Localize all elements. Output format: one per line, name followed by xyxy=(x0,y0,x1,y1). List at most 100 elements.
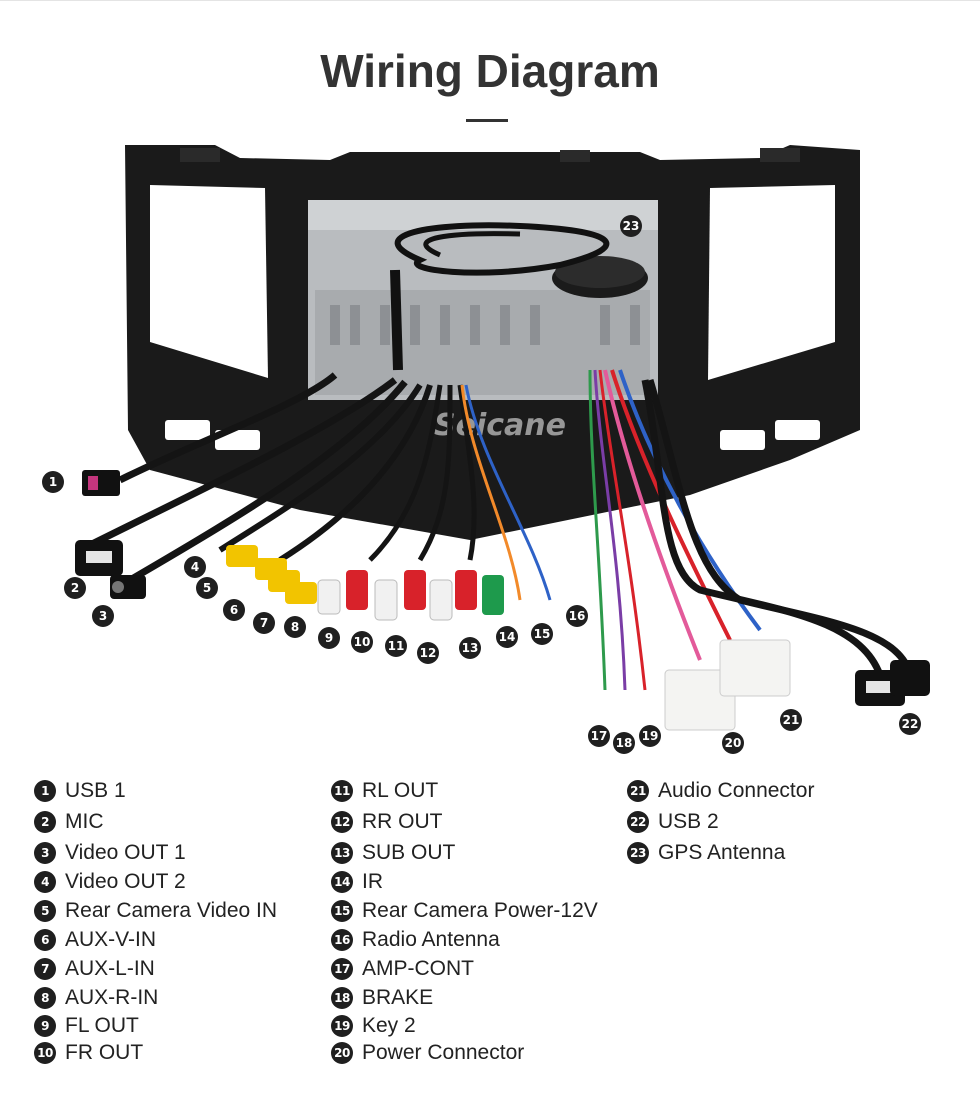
number-badge: 1 xyxy=(34,780,56,802)
number-badge: 10 xyxy=(34,1041,56,1064)
svg-text:20: 20 xyxy=(725,736,742,750)
legend-label: RL OUT xyxy=(362,779,439,802)
legend-label: Video OUT 1 xyxy=(65,840,186,864)
svg-text:23: 23 xyxy=(623,219,640,233)
number-badge: 18 xyxy=(331,986,353,1009)
number-badge: 15 xyxy=(331,899,353,922)
legend-label: AUX-L-IN xyxy=(65,956,155,980)
callout-12: 12 xyxy=(417,642,439,664)
legend-label: Rear Camera Video IN xyxy=(65,898,278,922)
legend-label: SUB OUT xyxy=(362,840,456,864)
svg-text:11: 11 xyxy=(388,639,405,653)
power-connector xyxy=(664,639,791,731)
number-badge: 8 xyxy=(34,986,56,1009)
legend-item: 18 BRAKE xyxy=(331,983,598,1012)
legend-label: IR xyxy=(362,869,383,893)
legend-item: 10 FR OUT xyxy=(34,1039,277,1066)
legend-item: 21 Audio Connector xyxy=(627,776,814,806)
number-badge: 23 xyxy=(627,841,649,864)
svg-text:15: 15 xyxy=(534,627,551,641)
svg-text:6: 6 xyxy=(230,603,238,617)
legend-label: Audio Connector xyxy=(658,779,815,802)
number-badge: 4 xyxy=(34,870,56,893)
svg-text:1: 1 xyxy=(49,475,57,489)
svg-text:8: 8 xyxy=(291,620,299,634)
legend-label: USB 2 xyxy=(658,810,719,833)
cables xyxy=(78,369,914,691)
number-badge: 13 xyxy=(331,841,353,864)
legend-label: AUX-V-IN xyxy=(65,927,157,951)
legend-label: Radio Antenna xyxy=(362,927,500,951)
legend-label: GPS Antenna xyxy=(658,840,786,864)
callout-16: 16 xyxy=(566,605,588,627)
callout-19: 19 xyxy=(639,725,661,747)
page-title: Wiring Diagram xyxy=(320,45,660,97)
legend-label: FL OUT xyxy=(65,1013,139,1037)
top-divider xyxy=(0,0,980,1)
callout-7: 7 xyxy=(253,612,275,634)
svg-text:22: 22 xyxy=(902,717,919,731)
metal-chassis: Seicane xyxy=(308,200,658,443)
number-badge: 14 xyxy=(331,870,353,893)
number-badge: 20 xyxy=(331,1041,353,1064)
legend-item: 1 USB 1 xyxy=(34,776,277,806)
legend-item: 23 GPS Antenna xyxy=(627,838,814,867)
number-badge: 12 xyxy=(331,811,353,833)
callout-6: 6 xyxy=(223,599,245,621)
legend-item: 9 FL OUT xyxy=(34,1012,277,1039)
callout-9: 9 xyxy=(318,627,340,649)
legend-label: USB 1 xyxy=(65,779,126,802)
number-badge: 5 xyxy=(34,899,56,922)
legend-label: Key 2 xyxy=(362,1013,416,1037)
svg-text:17: 17 xyxy=(591,729,608,743)
svg-text:16: 16 xyxy=(569,609,586,623)
callout-22: 22 xyxy=(899,713,921,735)
legend-column-3: 21 Audio Connector 22 USB 2 23 GPS Antenna xyxy=(627,776,814,867)
callout-18: 18 xyxy=(613,732,635,754)
legend-label: BRAKE xyxy=(362,985,434,1009)
svg-text:21: 21 xyxy=(783,713,800,727)
rca-plugs xyxy=(226,545,504,621)
svg-text:14: 14 xyxy=(499,630,516,644)
legend-item: 13 SUB OUT xyxy=(331,838,598,867)
svg-text:18: 18 xyxy=(616,736,633,750)
watermark: Seicane xyxy=(434,408,566,443)
number-badge: 7 xyxy=(34,957,56,980)
svg-text:4: 4 xyxy=(191,560,199,574)
callout-1: 1 xyxy=(42,471,64,493)
number-badge: 3 xyxy=(34,841,56,864)
number-badge: 21 xyxy=(627,780,649,802)
svg-text:12: 12 xyxy=(420,646,437,660)
usb-connectors xyxy=(75,470,930,706)
number-badge: 22 xyxy=(627,811,649,833)
number-badge: 17 xyxy=(331,957,353,980)
callout-23: 23 xyxy=(620,215,642,237)
callout-20: 20 xyxy=(722,732,744,754)
legend-label: FR OUT xyxy=(65,1040,144,1064)
legend-item: 3 Video OUT 1 xyxy=(34,838,277,867)
callout-5: 5 xyxy=(196,577,218,599)
svg-text:19: 19 xyxy=(642,729,659,743)
svg-text:7: 7 xyxy=(260,616,268,630)
number-badge: 9 xyxy=(34,1014,56,1037)
number-badge: 6 xyxy=(34,928,56,951)
callout-badges: 1 2 3 4 5 6 7 8 9 10 11 12 13 14 15 16 1… xyxy=(42,215,921,754)
title-underline xyxy=(466,119,508,122)
callout-17: 17 xyxy=(588,725,610,747)
legend-label: Rear Camera Power-12V xyxy=(362,898,598,922)
callout-8: 8 xyxy=(284,616,306,638)
callout-13: 13 xyxy=(459,637,481,659)
svg-text:2: 2 xyxy=(71,581,79,595)
legend-item: 15 Rear Camera Power-12V xyxy=(331,896,598,925)
svg-text:3: 3 xyxy=(99,609,107,623)
legend-item: 7 AUX-L-IN xyxy=(34,954,277,983)
svg-text:10: 10 xyxy=(354,635,371,649)
